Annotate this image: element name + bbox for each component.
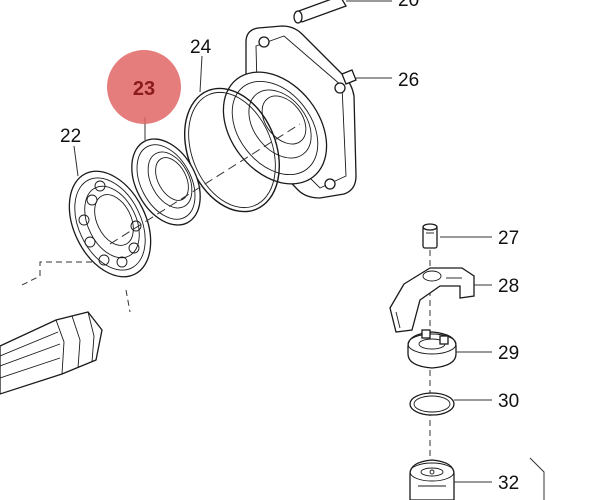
label-30[interactable]: 30 [498, 391, 519, 412]
assembly-bracket [529, 457, 545, 500]
label-22[interactable]: 22 [60, 126, 81, 147]
part-26-housing[interactable] [202, 25, 392, 204]
assembly-guide-line [19, 261, 92, 287]
label-29[interactable]: 29 [498, 343, 519, 364]
label-24[interactable]: 24 [190, 37, 212, 58]
part-32-spindle-cap[interactable] [409, 459, 492, 500]
label-23: 23 [133, 78, 155, 100]
label-32[interactable]: 32 [498, 473, 519, 494]
part-22-ball-bearing[interactable] [53, 145, 167, 290]
assembly-axis-line [109, 123, 301, 245]
highlight-circle [107, 50, 181, 124]
part-28-lever[interactable] [389, 267, 492, 333]
part-30-o-ring[interactable] [409, 392, 492, 416]
label-20[interactable]: 20 [398, 0, 419, 11]
part-splined-shaft[interactable] [0, 311, 103, 395]
label-27[interactable]: 27 [498, 228, 519, 249]
label-26[interactable]: 26 [398, 70, 419, 91]
part-27-set-screw[interactable] [422, 223, 492, 249]
part-20-bolt[interactable] [293, 0, 392, 24]
assembly-guide-line-2 [125, 289, 131, 313]
highlight-marker-23[interactable]: 23 [107, 50, 181, 124]
label-28[interactable]: 28 [498, 276, 519, 297]
part-29-cam-ring[interactable] [407, 329, 492, 369]
